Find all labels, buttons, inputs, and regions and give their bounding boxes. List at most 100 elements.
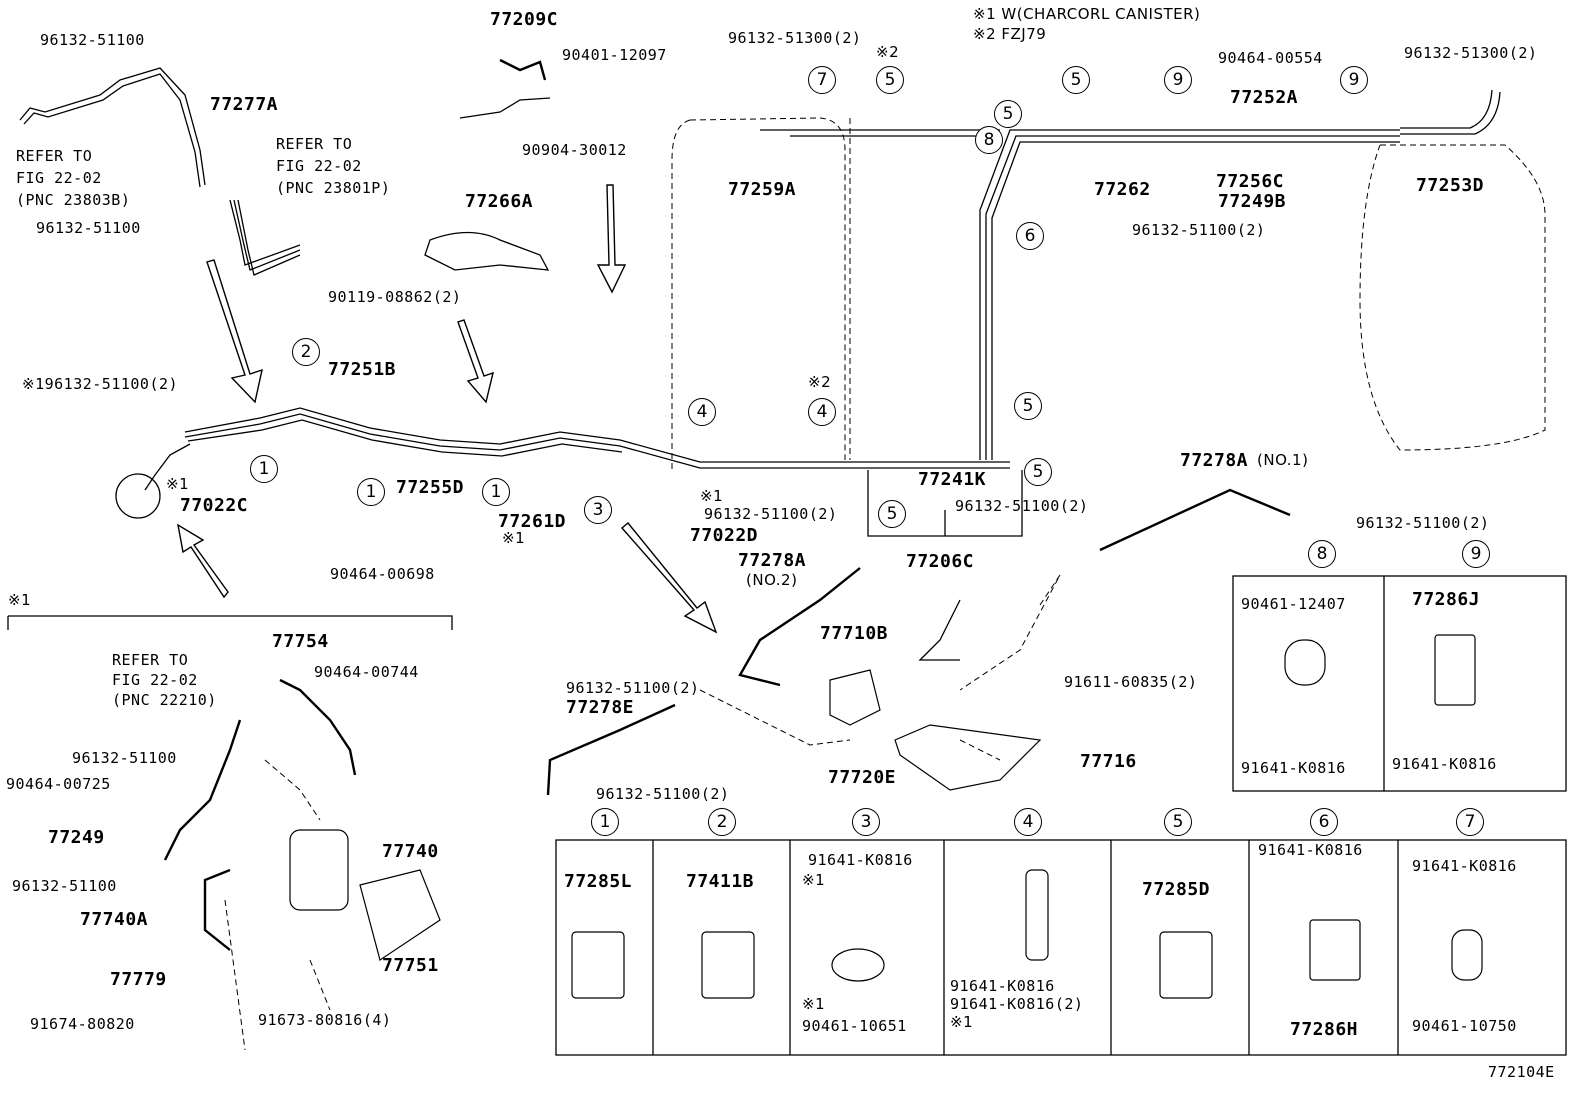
part-label: 90461-10651: [802, 1017, 907, 1035]
part-label: 90904-30012: [522, 141, 627, 159]
side-table-num: 8: [1308, 540, 1336, 568]
part-note: (NO.2): [746, 571, 798, 589]
part-label: 77277A: [210, 94, 279, 115]
part-label: 90461-10750: [1412, 1017, 1517, 1035]
callout-3: 3: [584, 496, 612, 524]
refer-text: (PNC 22210): [112, 691, 217, 709]
part-label: 91641-K0816: [808, 851, 913, 869]
part-label: 77286J: [1412, 589, 1481, 610]
part-label: 96132-51100(2): [704, 505, 838, 523]
side-table-num: 9: [1462, 540, 1490, 568]
refer-text: FIG 22-02: [16, 169, 102, 187]
callout-5: 5: [1062, 66, 1090, 94]
figure-code: 772104E: [1488, 1063, 1555, 1081]
part-note: (NO.1): [1257, 451, 1309, 469]
part-label: 77779: [110, 969, 167, 990]
part-label: 77261D: [498, 511, 567, 532]
callout-5: 5: [876, 66, 904, 94]
part-label: 96132-51300(2): [1404, 44, 1538, 62]
part-label: 77411B: [686, 871, 755, 892]
part-label: 77259A: [728, 179, 797, 200]
part-label: 96132-51300(2): [728, 29, 862, 47]
part-label: 91641-K0816: [1392, 755, 1497, 773]
part-label: 77022D: [690, 525, 759, 546]
note-star: ※1: [700, 487, 724, 505]
note-star: ※1: [502, 529, 526, 547]
part-label: 77716: [1080, 751, 1137, 772]
section-note: ※1: [8, 591, 32, 609]
refer-text: REFER TO: [112, 651, 189, 669]
part-label: 91611-60835(2): [1064, 673, 1198, 691]
part-label: 96132-51100: [72, 749, 177, 767]
part-label: 77241K: [918, 469, 987, 490]
callout-5: 5: [1024, 458, 1052, 486]
part-label: 77278A: [738, 550, 807, 571]
callout-5: 5: [1014, 392, 1042, 420]
table-num: 7: [1456, 808, 1484, 836]
part-label: 91673-80816(4): [258, 1011, 392, 1029]
part-label: 77209C: [490, 9, 559, 30]
part-label: 96132-51100(2): [566, 679, 700, 697]
part-label: 91641-K0816: [1258, 841, 1363, 859]
part-label: 77751: [382, 955, 439, 976]
part-label: 96132-51100: [40, 31, 145, 49]
table-num: 3: [852, 808, 880, 836]
part-label: 77262: [1094, 179, 1151, 200]
part-label: 91674-80820: [30, 1015, 135, 1033]
part-label: 90401-12097: [562, 46, 667, 64]
callout-9: 9: [1340, 66, 1368, 94]
part-label: 91641-K0816: [1412, 857, 1517, 875]
part-label: 91641-K0816: [950, 977, 1055, 995]
part-label: 77285D: [1142, 879, 1211, 900]
note-star: ※1: [802, 871, 826, 889]
part-label: 90119-08862(2): [328, 288, 462, 306]
callout-1: 1: [482, 478, 510, 506]
part-label: 90464-00744: [314, 663, 419, 681]
part-label: 77251B: [328, 359, 397, 380]
table-num: 5: [1164, 808, 1192, 836]
part-label: 77278A: [1180, 450, 1249, 471]
refer-text: (PNC 23803B): [16, 191, 131, 209]
note-1: ※1 W(CHARCORL CANISTER): [973, 5, 1201, 23]
callout-5: 5: [878, 500, 906, 528]
table-num: 4: [1014, 808, 1042, 836]
part-label: 91641-K0816: [1241, 759, 1346, 777]
part-label: 77754: [272, 631, 329, 652]
callout-8: 8: [975, 126, 1003, 154]
part-label: 90464-00725: [6, 775, 111, 793]
callout-2: 2: [292, 338, 320, 366]
callout-5: 5: [994, 100, 1022, 128]
callout-9: 9: [1164, 66, 1192, 94]
refer-text: FIG 22-02: [276, 157, 362, 175]
refer-text: REFER TO: [276, 135, 353, 153]
callout-6: 6: [1016, 222, 1044, 250]
part-label: 96132-51100: [36, 219, 141, 237]
part-label: ※196132-51100(2): [22, 375, 179, 393]
part-label: 77253D: [1416, 175, 1485, 196]
callout-1: 1: [357, 478, 385, 506]
callout-4: 4: [688, 398, 716, 426]
note-star: ※2: [876, 43, 900, 61]
part-label: 77255D: [396, 477, 465, 498]
callout-4: 4: [808, 398, 836, 426]
part-label: 77252A: [1230, 87, 1299, 108]
note-star: ※1: [166, 475, 190, 493]
part-label: 96132-51100(2): [955, 497, 1089, 515]
part-label: 77285L: [564, 871, 633, 892]
callout-7: 7: [808, 66, 836, 94]
part-label: 77256C: [1216, 171, 1285, 192]
part-label: 77249B: [1218, 191, 1287, 212]
part-label: 77249: [48, 827, 105, 848]
part-label: 77286H: [1290, 1019, 1359, 1040]
part-label: 90461-12407: [1241, 595, 1346, 613]
part-label: 96132-51100(2): [1356, 514, 1490, 532]
main-fuel-lines: [7, 58, 1567, 1056]
part-label: 77022C: [180, 495, 249, 516]
table-num: 2: [708, 808, 736, 836]
table-num: 6: [1310, 808, 1338, 836]
part-label: 77710B: [820, 623, 889, 644]
part-label: 90464-00554: [1218, 49, 1323, 67]
part-label: 91641-K0816(2): [950, 995, 1084, 1013]
table-num: 1: [591, 808, 619, 836]
